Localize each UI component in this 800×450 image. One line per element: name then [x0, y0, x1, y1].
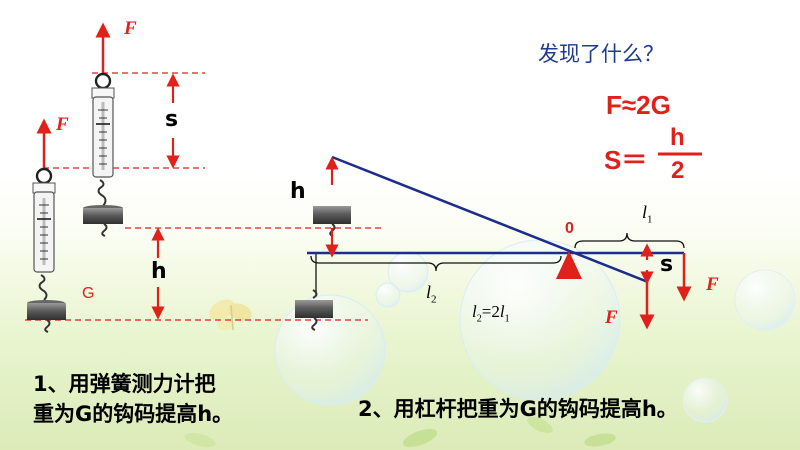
force-label-lower: F [605, 307, 618, 328]
caption-lever: 2、用杠杆把重为G的钩码提高h。 [358, 397, 678, 421]
l2-brace [310, 255, 562, 272]
l1-subscript: 1 [647, 213, 653, 226]
h-label-lever: h [290, 179, 306, 204]
l2-letter: l [426, 282, 432, 302]
formula-force: F≈2G [606, 90, 671, 120]
g-label: G [82, 285, 95, 302]
formula-distance-left: S＝ [604, 145, 648, 175]
relation-b: l [499, 302, 505, 321]
relation-b-sub: 1 [504, 313, 510, 325]
lever-tilted [331, 155, 649, 284]
l1-letter: l [642, 202, 648, 222]
spring-scale-left [27, 118, 66, 333]
h-label-spring: h [151, 259, 167, 284]
relation-a-sub: 2 [476, 313, 482, 325]
force-label-right: F [706, 274, 719, 295]
caption-spring-line1: 1、用弹簧测力计把 [33, 372, 216, 396]
decorative-bubbles [274, 239, 796, 423]
l2-subscript: 2 [431, 293, 437, 306]
lever-relation: l2=2l1 [472, 302, 510, 324]
l1-brace [574, 232, 685, 249]
fulcrum-triangle [556, 251, 582, 279]
formula-distance-numerator: h [670, 124, 685, 151]
caption-spring-line2: 重为G的钩码提高h。 [33, 402, 234, 426]
pivot-label: 0 [565, 220, 574, 237]
weight-lever-low [295, 289, 333, 331]
decorative-leaves [184, 416, 616, 448]
relation-mid: =2 [481, 302, 500, 321]
force-label-top: F [124, 18, 137, 39]
formula-distance-denominator: 2 [671, 157, 685, 184]
force-label-left: F [56, 114, 69, 135]
s-label-spring: s [165, 107, 179, 132]
butterfly-icon [209, 299, 252, 331]
l2-label: l2 [426, 282, 437, 306]
spring-scale-right [83, 22, 123, 237]
s-label-lever: s [660, 252, 674, 277]
l1-label: l1 [642, 202, 653, 226]
spring-dashed-lines [25, 72, 385, 321]
relation-a: l [472, 302, 477, 321]
question-text: 发现了什么？ [538, 42, 664, 66]
